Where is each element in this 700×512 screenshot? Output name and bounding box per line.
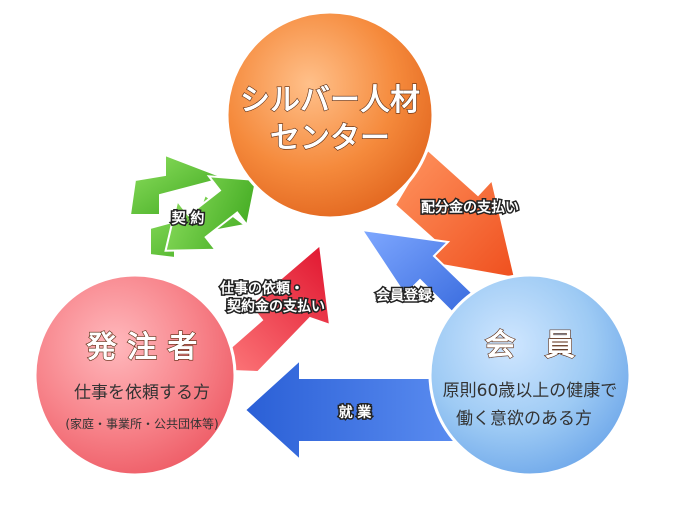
client-title: 発 注 者 [86,330,198,365]
work-arrow [243,357,456,463]
client-sub1: 仕事を依頼する方 [74,383,210,403]
center-title-line1: シルバー人材 [240,83,420,118]
center-title-line2: センター [270,121,390,156]
member-sub2: 働く意欲のある方 [456,409,592,429]
center-node: シルバー人材 センター [225,10,435,220]
member-node: 会 員 原則60歳以上の健康で 働く意欲のある方 [428,273,632,477]
member-title: 会 員 [485,328,575,363]
request-label-line1: 仕事の依頼・ [219,280,304,297]
distribution-arrow [393,148,517,280]
member-sub1: 原則60歳以上の健康で [443,381,618,401]
registration-label: 会員登録 [376,287,433,304]
contract-label: 契 約 [171,210,205,227]
client-node: 発 注 者 仕事を依頼する方 (家庭・事業所・公共団体等) [33,273,237,477]
request-arrow [202,243,332,374]
work-label: 就 業 [339,404,373,421]
request-label-line2: 契約金の支払い [226,298,325,315]
distribution-label: 配分金の支払い [421,199,519,216]
client-sub2: (家庭・事業所・公共団体等) [65,416,218,431]
